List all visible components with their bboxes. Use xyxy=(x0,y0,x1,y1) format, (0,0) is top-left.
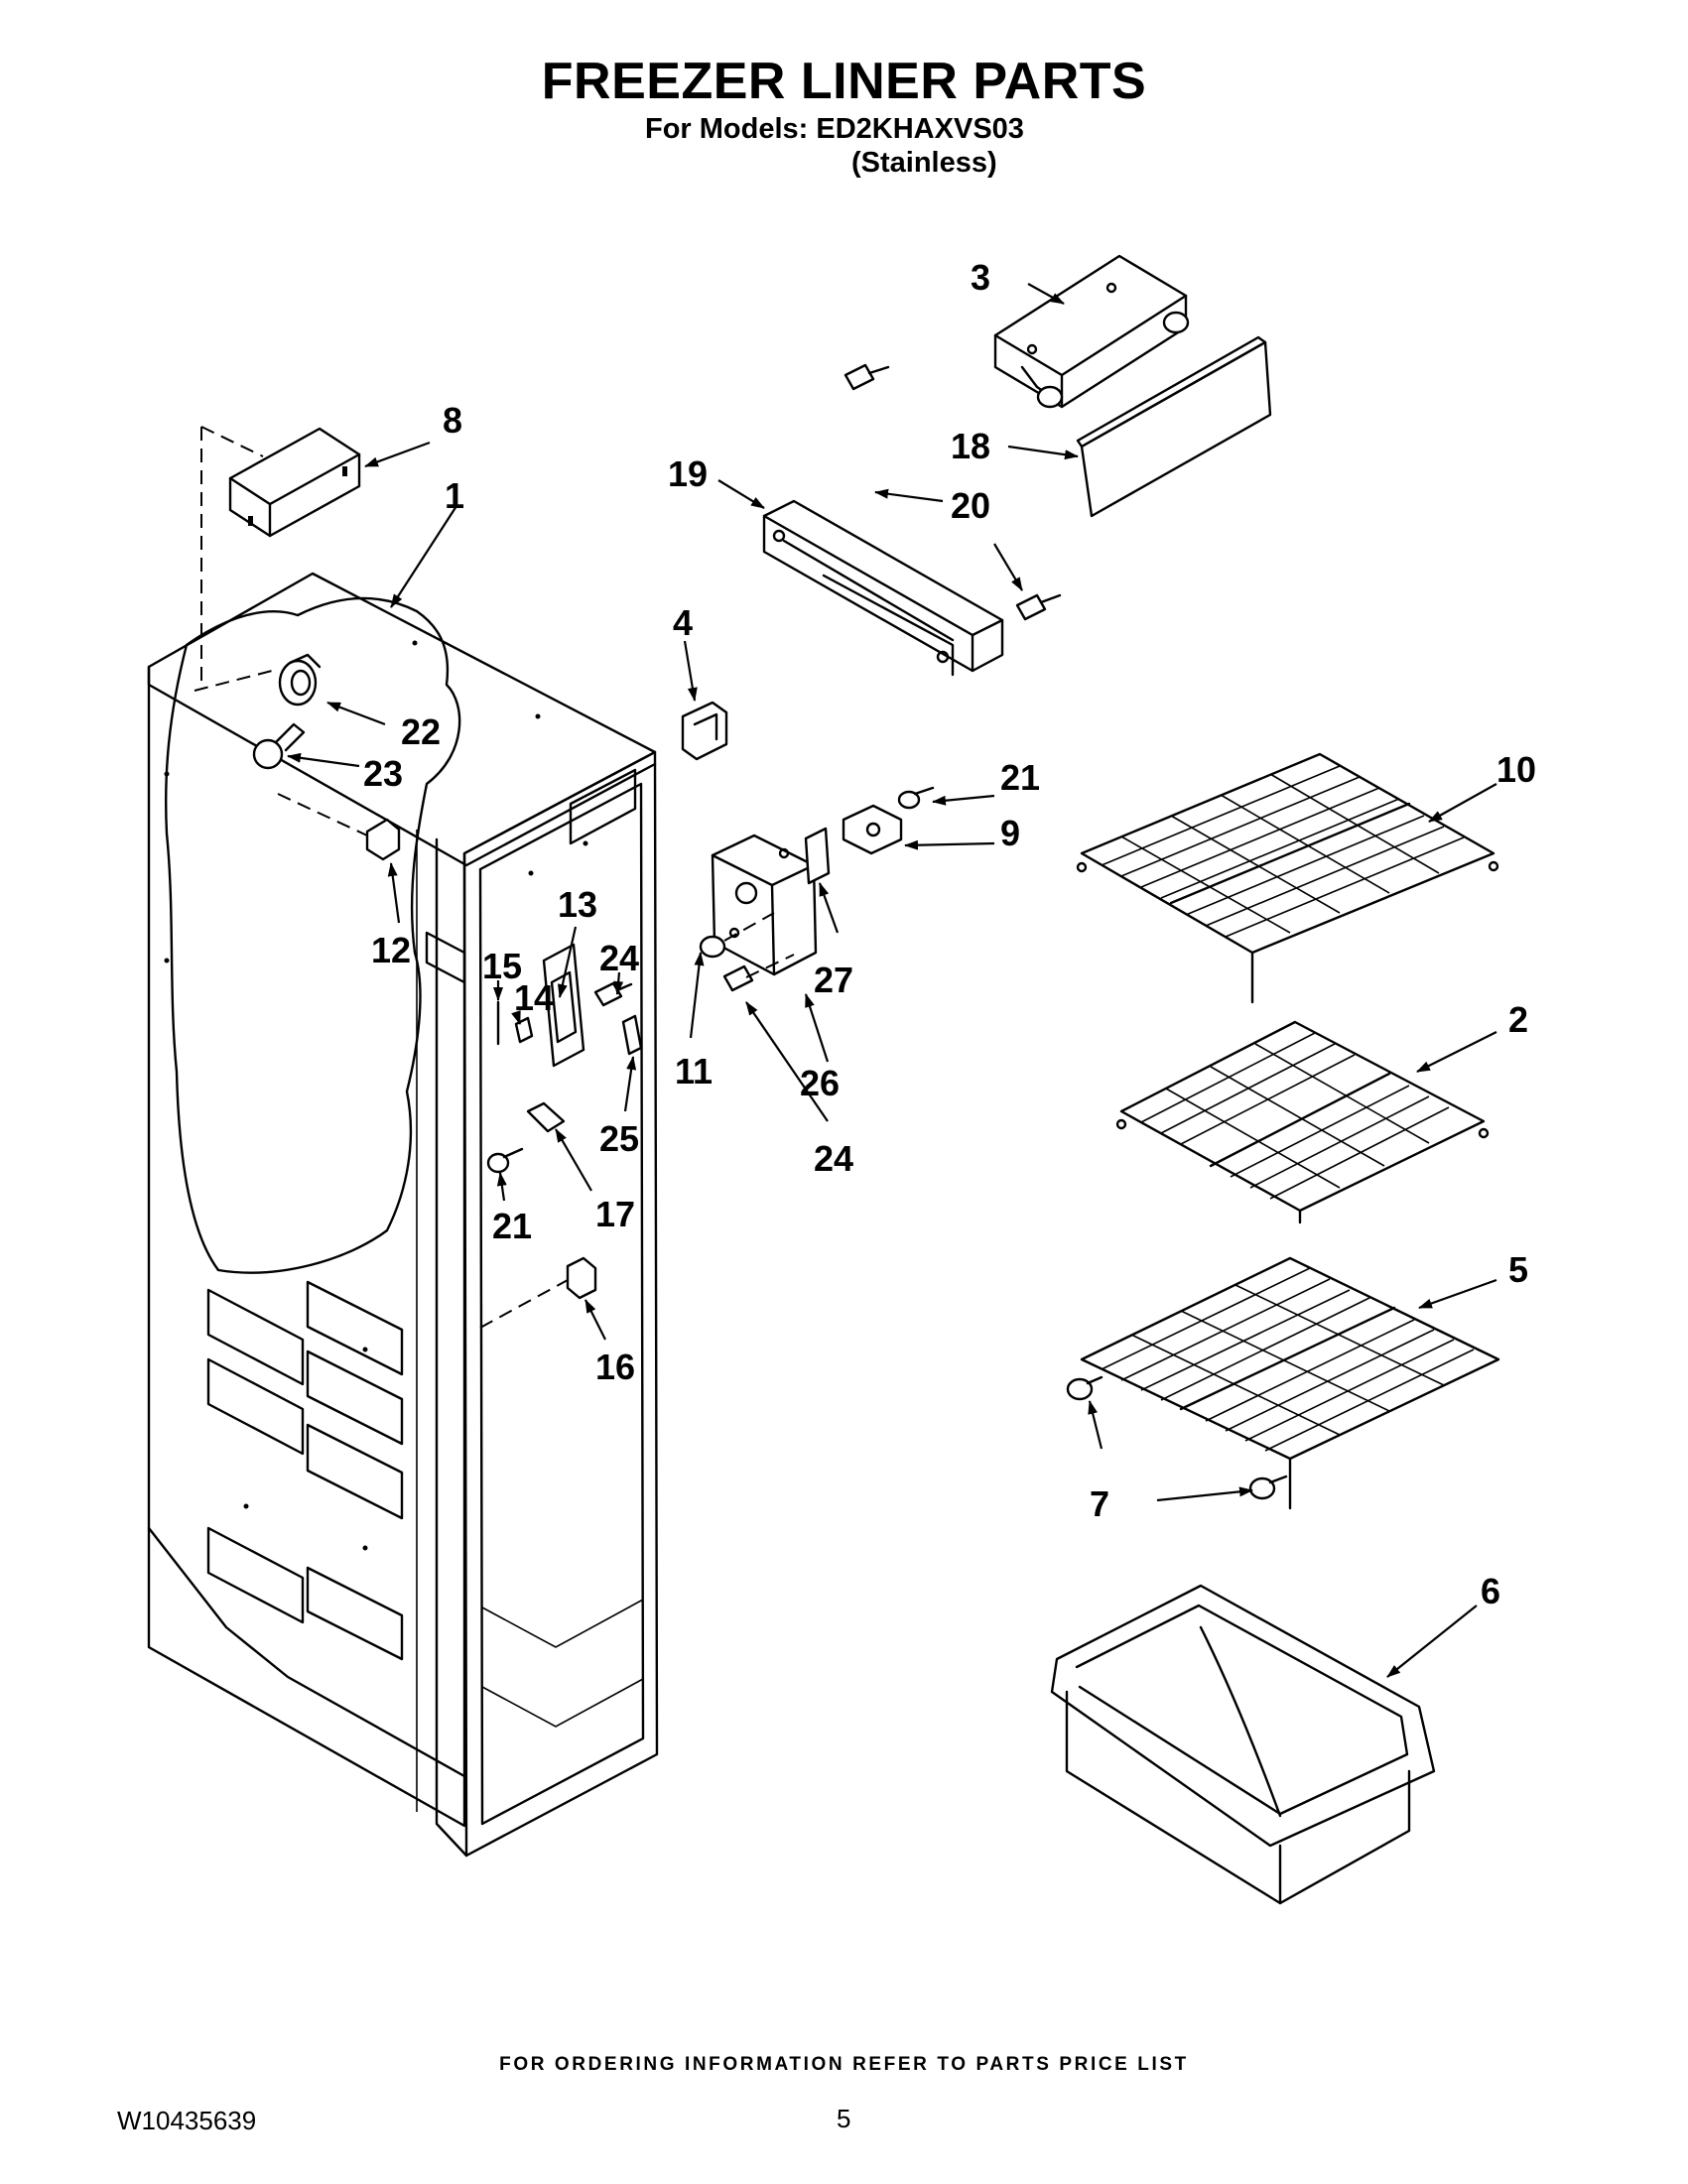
callout-3: 3 xyxy=(971,257,990,298)
callout-23: 23 xyxy=(363,753,403,794)
part-5-wire-shelf xyxy=(1080,1256,1500,1510)
callout-15: 15 xyxy=(482,946,522,986)
part-26-screw xyxy=(722,964,754,992)
callout-21-upper: 21 xyxy=(1000,757,1040,798)
part-6-bin xyxy=(1050,1584,1436,1905)
callout-16: 16 xyxy=(595,1347,635,1387)
callout-9: 9 xyxy=(1000,813,1020,853)
callout-26: 26 xyxy=(800,1063,840,1103)
callout-8: 8 xyxy=(443,400,462,441)
freezer-liner xyxy=(147,572,659,1858)
callout-21-lower: 21 xyxy=(492,1206,532,1246)
callout-22: 22 xyxy=(401,711,441,752)
part-24-screw-inner xyxy=(593,981,633,1007)
callout-6: 6 xyxy=(1481,1571,1500,1611)
part-13-module xyxy=(542,943,585,1068)
part-9-control-board xyxy=(842,804,903,855)
part-12-clip xyxy=(365,818,401,861)
part-20-screws xyxy=(844,363,1062,621)
part-16-socket xyxy=(566,1256,597,1300)
part-2-wire-shelf xyxy=(1115,1020,1490,1224)
model-variant: (Stainless) xyxy=(851,147,997,179)
callout-numbers: 8 1 3 18 19 20 4 22 23 12 21 9 10 2 5 7 … xyxy=(363,257,1536,1611)
part-7-end-caps xyxy=(1066,1375,1288,1500)
callout-1: 1 xyxy=(445,475,464,516)
callout-5: 5 xyxy=(1508,1249,1528,1290)
model-number: For Models: ED2KHAXVS03 xyxy=(645,113,1024,145)
part-19-bracket xyxy=(762,499,1004,677)
part-3-hinge-cover xyxy=(993,254,1190,409)
callout-2: 2 xyxy=(1508,999,1528,1040)
callout-24-lower: 24 xyxy=(814,1138,853,1179)
document-number: W10435639 xyxy=(117,2106,257,2135)
callout-11: 11 xyxy=(675,1051,713,1092)
callout-14: 14 xyxy=(514,977,554,1018)
callout-24-upper: 24 xyxy=(599,938,639,978)
part-4-clip xyxy=(681,701,728,761)
part-8-cover xyxy=(228,427,361,538)
callout-20: 20 xyxy=(951,485,990,526)
part-17-board xyxy=(526,1101,566,1133)
part-11-switch xyxy=(699,935,726,959)
callout-19: 19 xyxy=(668,453,708,494)
part-27-housing xyxy=(711,827,831,976)
callout-13: 13 xyxy=(558,884,597,925)
callout-25: 25 xyxy=(599,1118,639,1159)
callout-10: 10 xyxy=(1496,749,1536,790)
callout-18: 18 xyxy=(951,426,990,466)
callout-17: 17 xyxy=(595,1194,635,1234)
callout-12: 12 xyxy=(371,930,411,970)
callout-leaders xyxy=(287,283,1497,1678)
part-18-panel xyxy=(1076,335,1272,518)
part-10-wire-shelf xyxy=(1076,752,1499,1004)
part-21-screw-upper xyxy=(897,786,935,810)
ordering-note: FOR ORDERING INFORMATION REFER TO PARTS … xyxy=(499,2054,1189,2075)
callout-7: 7 xyxy=(1090,1483,1109,1524)
callout-4: 4 xyxy=(673,602,693,643)
part-23-bulb xyxy=(252,722,306,770)
part-22-light-socket xyxy=(278,653,322,707)
page-number: 5 xyxy=(837,2104,851,2133)
callout-27: 27 xyxy=(814,960,853,1000)
part-25-bracket xyxy=(621,1014,643,1056)
part-21-screw-lower xyxy=(486,1147,524,1174)
page-title: FREEZER LINER PARTS xyxy=(541,53,1147,110)
